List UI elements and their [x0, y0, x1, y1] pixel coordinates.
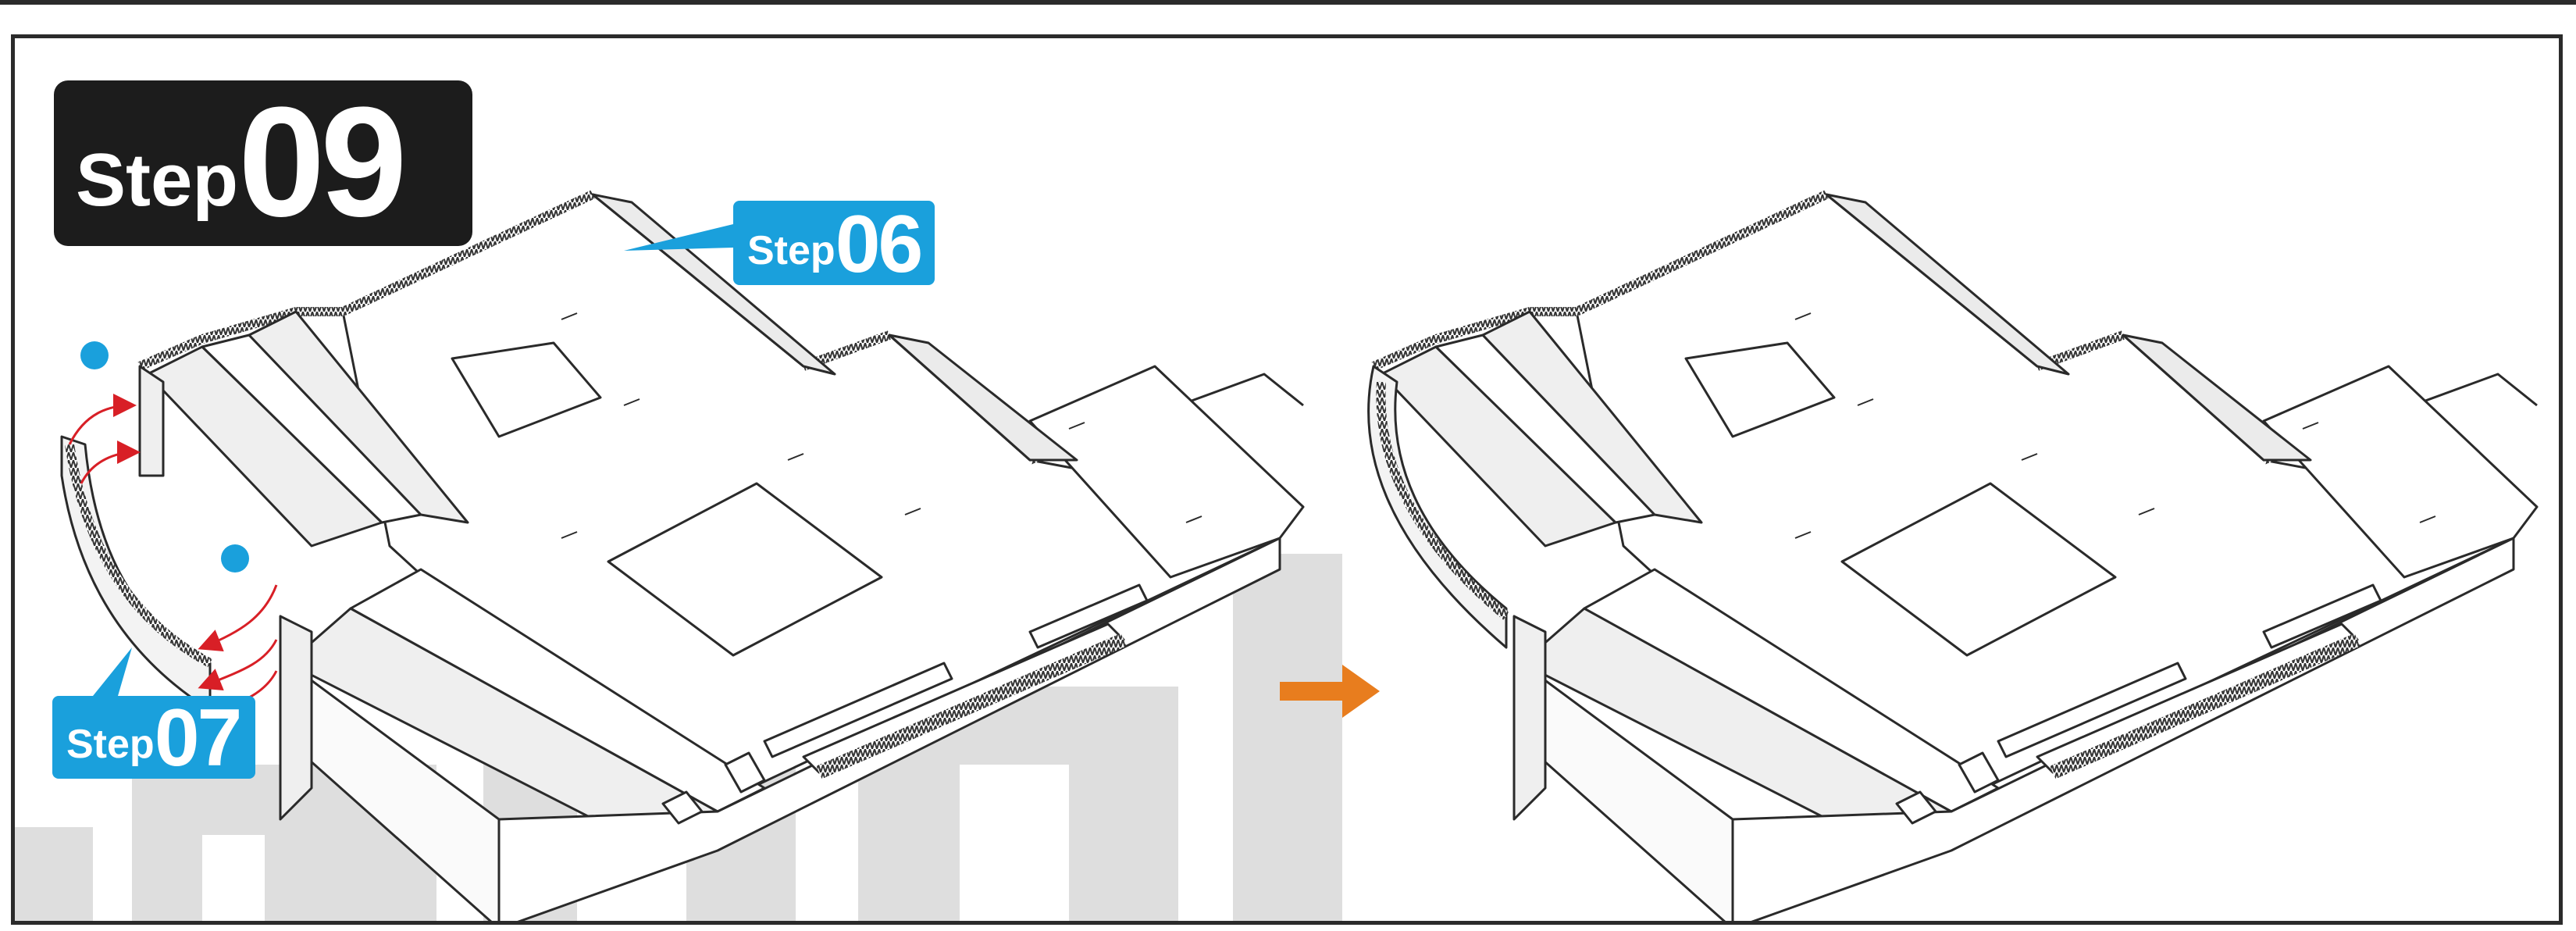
step-number-badge: Step 09 [54, 80, 472, 246]
callout-word: Step [66, 722, 155, 767]
callout-number: 07 [154, 692, 243, 783]
blue-dot-icon [80, 341, 109, 369]
blue-dot-icon [221, 544, 249, 573]
callout-step-06: Step 06 [733, 201, 935, 285]
model-after [1367, 190, 2539, 921]
step-number: 09 [238, 75, 407, 249]
callout-step-07: Step 07 [52, 696, 255, 779]
model-before [60, 190, 1305, 921]
callout-number: 06 [835, 198, 924, 290]
top-rule [0, 0, 2576, 5]
step-word: Step [76, 138, 239, 222]
assembly-diagram [60, 190, 2539, 921]
instruction-panel: Step 09 Step 06 Step 07 [11, 34, 2563, 925]
callout-word: Step [747, 228, 836, 273]
right-arrow-icon [1280, 665, 1380, 718]
